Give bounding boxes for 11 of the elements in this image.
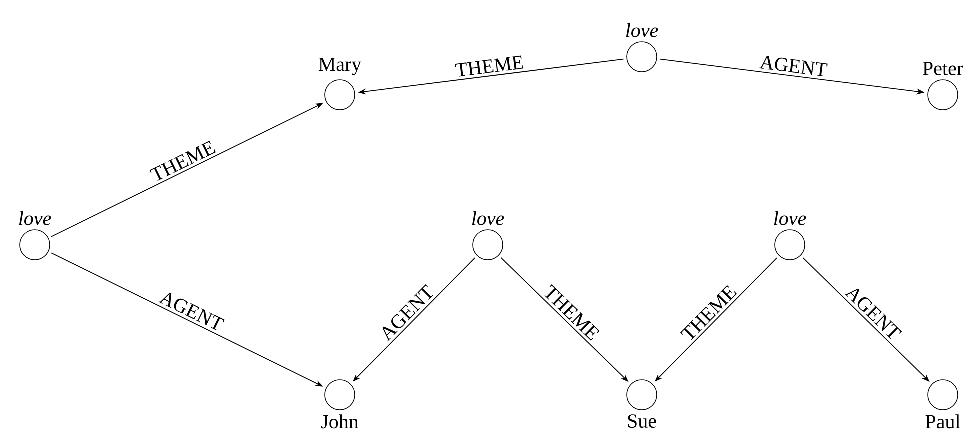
node-label: Mary xyxy=(318,58,362,76)
node-label: John xyxy=(322,414,359,429)
node-label: love xyxy=(626,23,658,38)
node-label: love xyxy=(19,211,52,226)
node-label: love xyxy=(774,211,806,226)
node-label: Paul xyxy=(926,414,960,429)
edge-label: THEME xyxy=(455,56,524,77)
edge-label: AGENT xyxy=(760,56,828,76)
node-label: Peter xyxy=(923,62,964,76)
node-label: Sue xyxy=(628,414,656,428)
node-label: love xyxy=(472,211,504,226)
